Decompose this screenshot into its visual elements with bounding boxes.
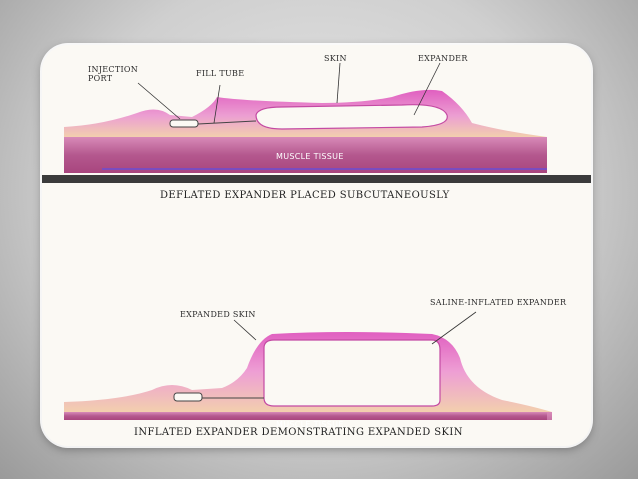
deflated-expander-bag	[255, 104, 448, 130]
fill-tube-label: FILL TUBE	[196, 69, 245, 78]
fill-tube-line	[197, 120, 257, 125]
muscle-tissue-label-bottom: MUSCLE TISSUE	[276, 420, 344, 429]
inflated-expander-bag	[263, 339, 441, 407]
expanded-skin-label: EXPANDED SKIN	[180, 310, 256, 319]
injection-port-shape	[169, 119, 199, 128]
saline-inflated-expander-label: SALINE-INFLATED EXPANDER	[430, 298, 567, 307]
panel-divider	[42, 175, 591, 183]
diagram-card: INJECTION PORT FILL TUBE SKIN EXPANDER M…	[42, 45, 591, 446]
muscle-tissue-layer	[64, 137, 547, 173]
deflated-caption: DEFLATED EXPANDER PLACED SUBCUTANEOUSLY	[160, 190, 450, 201]
inflated-caption: INFLATED EXPANDER DEMONSTRATING EXPANDED…	[134, 427, 463, 438]
injection-port-label: INJECTION PORT	[88, 65, 139, 83]
skin-label: SKIN	[324, 54, 347, 63]
expander-label: EXPANDER	[418, 54, 468, 63]
deflated-expander-diagram: INJECTION PORT FILL TUBE SKIN EXPANDER M…	[42, 45, 591, 175]
inflated-expander-diagram: EXPANDED SKIN SALINE-INFLATED EXPANDER M…	[42, 240, 591, 429]
muscle-tissue-label-top: MUSCLE TISSUE	[276, 152, 344, 161]
injection-port-shape-bottom	[173, 392, 203, 402]
